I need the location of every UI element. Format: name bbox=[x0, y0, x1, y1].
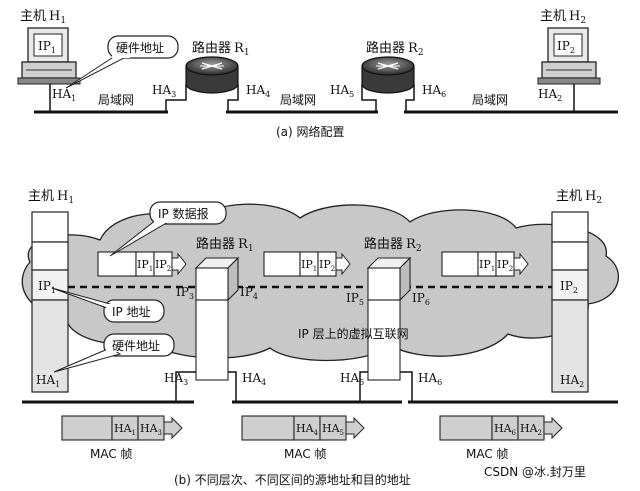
caption-a: (a) 网络配置 bbox=[276, 124, 345, 139]
ha5-label-b: HA5 bbox=[340, 371, 364, 387]
host-h2-computer-icon bbox=[537, 27, 601, 85]
router-r2-right-drop bbox=[400, 371, 413, 402]
host-h2-ha-b: HA2 bbox=[560, 373, 584, 389]
hardware-address-callout-a: 硬件地址 bbox=[65, 35, 179, 89]
ip-datagram-1: IP1 IP2 bbox=[97, 251, 187, 277]
virtual-internet-label: IP 层上的虚拟互联网 bbox=[298, 326, 409, 341]
caption-b: (b) 不同层次、不同区间的源地址和目的地址 bbox=[174, 472, 411, 487]
ha4-label-b: HA4 bbox=[242, 371, 266, 387]
host-h2-ip-label: IP2 bbox=[557, 39, 575, 55]
svg-text:IP2: IP2 bbox=[155, 258, 171, 273]
ha5-label-a: HA5 bbox=[330, 83, 354, 99]
host-h1-ip-b: IP1 bbox=[38, 279, 56, 295]
router-r1-right-drop bbox=[228, 371, 237, 402]
ip-datagram-callout: IP 数据报 bbox=[109, 201, 227, 257]
host-h2-ha-label: HA2 bbox=[538, 87, 562, 103]
svg-text:IP2: IP2 bbox=[319, 258, 335, 273]
mac-frame-3-label: MAC 帧 bbox=[466, 447, 509, 461]
ip4-label: IP4 bbox=[240, 285, 258, 301]
host-h1-ha-b: HA1 bbox=[36, 373, 60, 389]
svg-text:硬件地址: 硬件地址 bbox=[112, 339, 160, 353]
ha4-label-a: HA4 bbox=[246, 83, 270, 99]
router-r1-left-drop bbox=[175, 371, 196, 402]
host-h2-protocol-stack bbox=[551, 211, 589, 393]
ip-address-callout: IP 地址 bbox=[51, 287, 165, 323]
router-r2-left-drop bbox=[359, 371, 368, 402]
router-r1-icon bbox=[185, 56, 239, 94]
host-h1-ip-label: IP1 bbox=[38, 39, 56, 55]
svg-text:硬件地址: 硬件地址 bbox=[116, 41, 164, 55]
svg-text:HA1: HA1 bbox=[114, 422, 136, 437]
router-r2-icon bbox=[361, 56, 415, 94]
router-r1-left-link bbox=[165, 84, 187, 112]
mac-frame-1: HA1 HA3 bbox=[61, 415, 183, 441]
ip5-label: IP5 bbox=[346, 291, 364, 307]
host-h1-protocol-stack bbox=[31, 211, 69, 393]
svg-text:IP1: IP1 bbox=[137, 258, 153, 273]
router-r1-cube bbox=[194, 256, 240, 381]
svg-text:IP 数据报: IP 数据报 bbox=[158, 206, 209, 221]
lan-label-3: 局域网 bbox=[472, 93, 508, 107]
hardware-address-callout-b: 硬件地址 bbox=[53, 333, 175, 373]
svg-text:IP2: IP2 bbox=[497, 258, 513, 273]
ip3-label: IP3 bbox=[176, 285, 194, 301]
router-r2-right-link bbox=[405, 84, 415, 112]
host-h1-ha-label: HA1 bbox=[52, 87, 76, 103]
svg-text:IP1: IP1 bbox=[301, 258, 317, 273]
ip-datagram-3: IP1 IP2 bbox=[441, 251, 529, 277]
ip6-label: IP6 bbox=[412, 291, 430, 307]
router-r2-left-link bbox=[361, 84, 377, 112]
ha6-label-b: HA6 bbox=[418, 371, 442, 387]
host-h1-computer-icon bbox=[17, 27, 81, 85]
mac-frame-1-label: MAC 帧 bbox=[90, 447, 133, 461]
mac-frame-3: HA6 HA2 bbox=[439, 415, 563, 441]
host-h2-ip-b: IP2 bbox=[560, 279, 578, 295]
svg-text:HA4: HA4 bbox=[296, 422, 319, 437]
router-r1-right-link bbox=[227, 84, 239, 112]
svg-text:HA6: HA6 bbox=[494, 422, 517, 437]
svg-text:HA2: HA2 bbox=[520, 422, 542, 437]
svg-text:HA3: HA3 bbox=[140, 422, 162, 437]
lan-label-2: 局域网 bbox=[280, 93, 316, 107]
svg-text:IP1: IP1 bbox=[479, 258, 495, 273]
ha6-label-a: HA6 bbox=[422, 83, 446, 99]
mac-frame-2-label: MAC 帧 bbox=[284, 447, 327, 461]
mac-frame-2: HA4 HA5 bbox=[241, 415, 365, 441]
svg-text:IP 地址: IP 地址 bbox=[112, 305, 151, 319]
ip-datagram-2: IP1 IP2 bbox=[263, 251, 351, 277]
watermark: CSDN @冰.封万里 bbox=[484, 465, 586, 479]
lan-label-1: 局域网 bbox=[98, 93, 134, 107]
ha3-label-a: HA3 bbox=[152, 83, 176, 99]
svg-text:HA5: HA5 bbox=[322, 422, 344, 437]
ha3-label-b: HA3 bbox=[164, 371, 188, 387]
router-r2-cube bbox=[366, 256, 412, 381]
